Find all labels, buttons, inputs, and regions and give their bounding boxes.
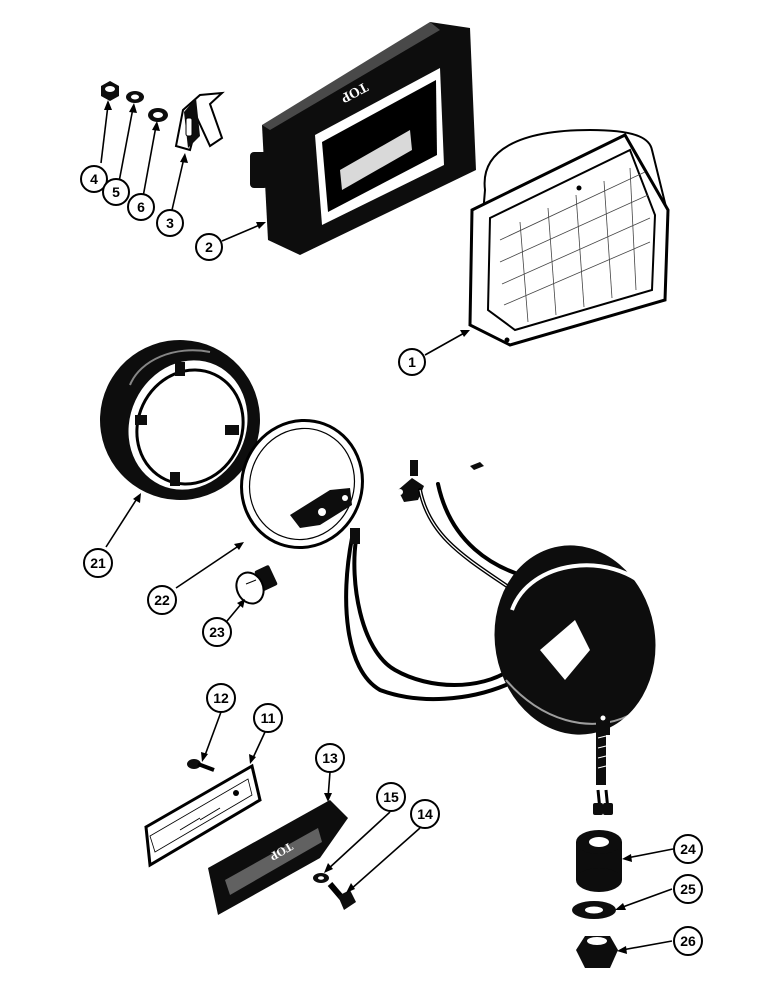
lock-washer-part-5	[126, 91, 144, 103]
callout-label: 22	[154, 592, 170, 608]
round-work-lamp	[494, 545, 656, 815]
screw-part-12	[187, 759, 215, 772]
washer-part-25	[572, 901, 616, 919]
callout-22: 22	[147, 585, 177, 615]
callout-23: 23	[202, 617, 232, 647]
retaining-ring-part-21	[100, 340, 260, 500]
round-lens-part-22	[240, 418, 364, 550]
flat-washer-part-6	[148, 108, 168, 122]
callout-15: 15	[376, 782, 406, 812]
callout-label: 15	[383, 789, 399, 805]
callout-12: 12	[206, 683, 236, 713]
callout-24: 24	[673, 834, 703, 864]
lens-pattern	[499, 167, 651, 323]
callout-5: 5	[102, 178, 130, 206]
callout-4: 4	[80, 165, 108, 193]
reflector-housing-part-13: TOP	[208, 800, 348, 915]
sealed-beam-lamp-part-1	[468, 128, 670, 347]
spacer-part-24	[576, 830, 622, 892]
lens-plate-part-11	[144, 763, 262, 868]
callout-3: 3	[156, 209, 184, 237]
bulb-part-23	[235, 565, 278, 605]
callout-label: 5	[112, 184, 120, 200]
lamp-housing-part-2: TOP	[250, 22, 476, 255]
callout-label: 23	[209, 624, 225, 640]
bolt-part-14	[327, 882, 356, 910]
callout-label: 3	[166, 215, 174, 231]
callout-label: 12	[213, 690, 229, 706]
callout-21: 21	[83, 548, 113, 578]
callout-label: 4	[90, 171, 98, 187]
nut-part-4	[101, 81, 119, 101]
callout-label: 1	[408, 354, 416, 370]
callout-label: 21	[90, 555, 106, 571]
callout-label: 13	[322, 750, 338, 766]
callout-label: 6	[137, 199, 145, 215]
washer-part-15	[313, 873, 329, 883]
nut-part-26	[576, 936, 618, 968]
callout-25: 25	[673, 874, 703, 904]
bracket-part-3	[174, 91, 225, 152]
callout-13: 13	[315, 743, 345, 773]
callout-label: 2	[205, 239, 213, 255]
callout-14: 14	[410, 799, 440, 829]
callout-label: 11	[261, 710, 276, 726]
callout-2: 2	[195, 233, 223, 261]
callout-6: 6	[127, 193, 155, 221]
callout-label: 26	[680, 933, 696, 949]
callout-label: 25	[680, 881, 696, 897]
callout-label: 14	[417, 806, 433, 822]
leader-lines	[100, 100, 674, 954]
callout-1: 1	[398, 348, 426, 376]
callout-11: 11	[253, 703, 283, 733]
callout-label: 24	[680, 841, 696, 857]
callout-26: 26	[673, 926, 703, 956]
